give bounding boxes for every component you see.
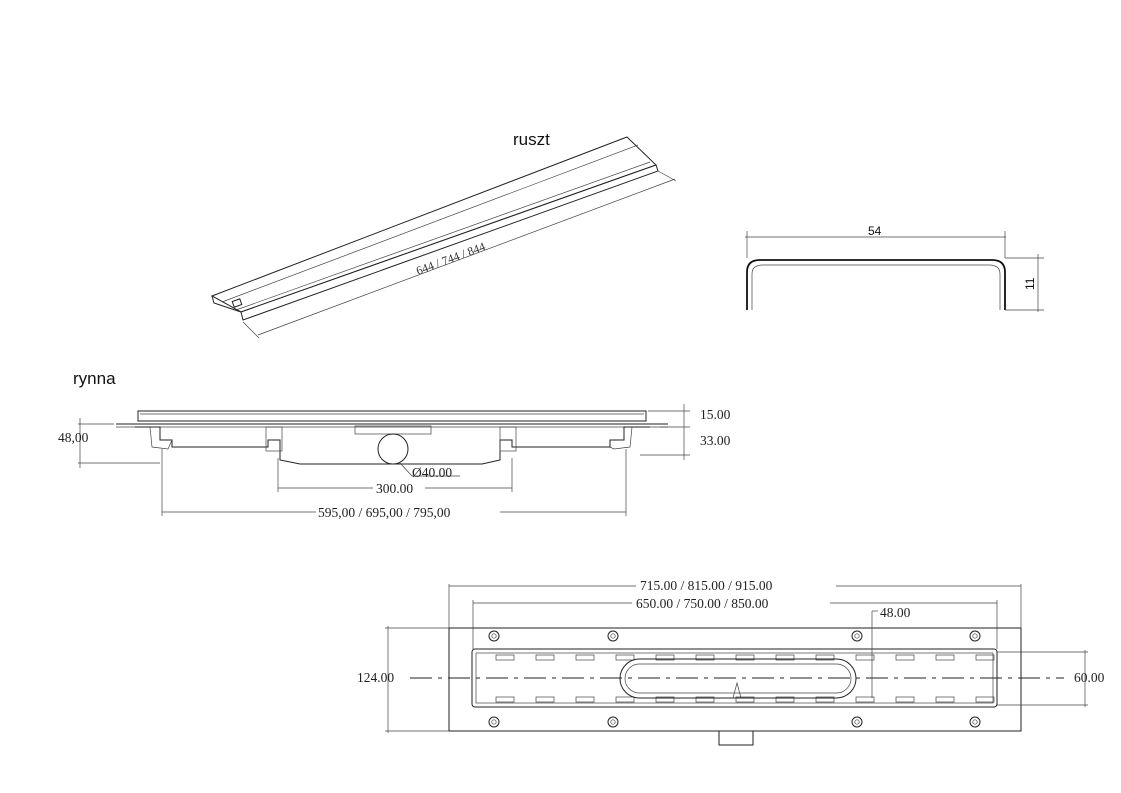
grate-slot: [855, 654, 875, 661]
grate-slot: [975, 654, 995, 661]
mounting-hole-inner: [854, 633, 860, 639]
channel-side-view: rynna 15.00 33.00 48,00 Ø40.00 300.: [58, 369, 731, 520]
outlet-span-dim: 300.00: [376, 481, 413, 496]
grate-slot: [535, 654, 555, 661]
mounting-hole-icon: [607, 716, 619, 728]
grate-slot: [895, 654, 915, 661]
mounting-hole-icon: [969, 630, 981, 642]
feet-span-dim: 595,00 / 695,00 / 795,00: [318, 505, 451, 520]
grate-slot: [575, 696, 595, 703]
channel-label: rynna: [73, 369, 116, 388]
mounting-hole-icon: [488, 630, 500, 642]
grate-slot: [735, 654, 755, 661]
outer-width-dim: 124.00: [357, 670, 394, 685]
grate-slot: [815, 696, 835, 703]
mounting-hole-inner: [491, 633, 497, 639]
grate-slot: [775, 696, 795, 703]
grate-slot: [495, 654, 515, 661]
outlet-diameter-dim: Ø40.00: [412, 465, 452, 480]
grate-slot: [895, 696, 915, 703]
grate-slot: [935, 696, 955, 703]
mounting-hole-icon: [607, 630, 619, 642]
grate-slot: [815, 654, 835, 661]
mounting-hole-icon: [851, 716, 863, 728]
mounting-hole-icon: [488, 716, 500, 728]
grate-slot: [975, 696, 995, 703]
profile-height-dim: 11: [1023, 277, 1037, 290]
grate-slot: [655, 696, 675, 703]
mounting-hole-inner: [491, 719, 497, 725]
mounting-hole-icon: [969, 716, 981, 728]
grate-hook-icon: [231, 298, 243, 308]
grate-slot: [615, 696, 635, 703]
grate-slot: [535, 696, 555, 703]
channel-top-view: 715.00 / 815.00 / 915.00 650.00 / 750.00…: [357, 578, 1105, 746]
grate-slot: [695, 696, 715, 703]
body-height-dim: 33.00: [700, 433, 731, 448]
grate-slot: [775, 654, 795, 661]
grate-slot: [495, 696, 515, 703]
flange-height-dim: 15.00: [700, 407, 731, 422]
grate-label: ruszt: [513, 130, 550, 149]
mounting-hole-icon: [851, 630, 863, 642]
grate-profile-view: 54 11: [745, 224, 1044, 312]
inner-length-dim: 650.00 / 750.00 / 850.00: [636, 596, 769, 611]
grate-isometric-view: ruszt 644 / 744 / 844: [210, 130, 677, 339]
grate-slot: [655, 654, 675, 661]
mounting-hole-inner: [610, 719, 616, 725]
grate-slot: [935, 654, 955, 661]
grate-slot: [615, 654, 635, 661]
grate-slot: [575, 654, 595, 661]
outer-length-dim: 715.00 / 815.00 / 915.00: [640, 578, 773, 593]
inner-width-dim: 60.00: [1074, 670, 1105, 685]
profile-width-dim: 54: [868, 224, 882, 238]
grate-slot: [735, 696, 755, 703]
mounting-hole-inner: [854, 719, 860, 725]
grate-slot: [695, 654, 715, 661]
grate-slot: [855, 696, 875, 703]
mounting-hole-inner: [610, 633, 616, 639]
mounting-hole-inner: [972, 719, 978, 725]
total-height-dim: 48,00: [58, 430, 89, 445]
mounting-hole-inner: [972, 633, 978, 639]
offset-dim: 48.00: [880, 605, 911, 620]
